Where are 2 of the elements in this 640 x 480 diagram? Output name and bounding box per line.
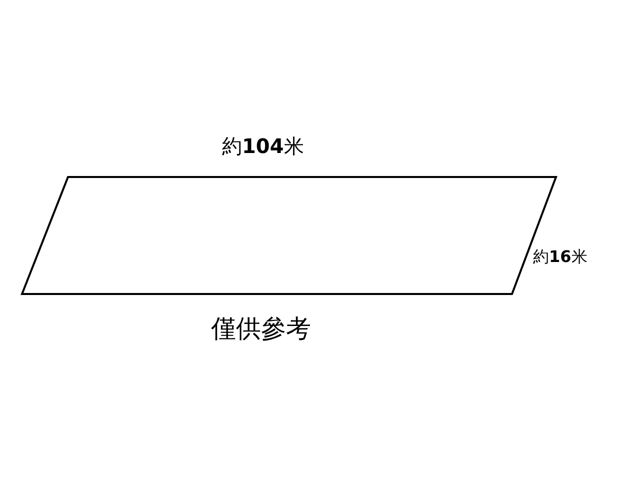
dimension-label: 約16米 bbox=[533, 249, 588, 265]
dimension-label: 約104米 bbox=[222, 136, 304, 156]
